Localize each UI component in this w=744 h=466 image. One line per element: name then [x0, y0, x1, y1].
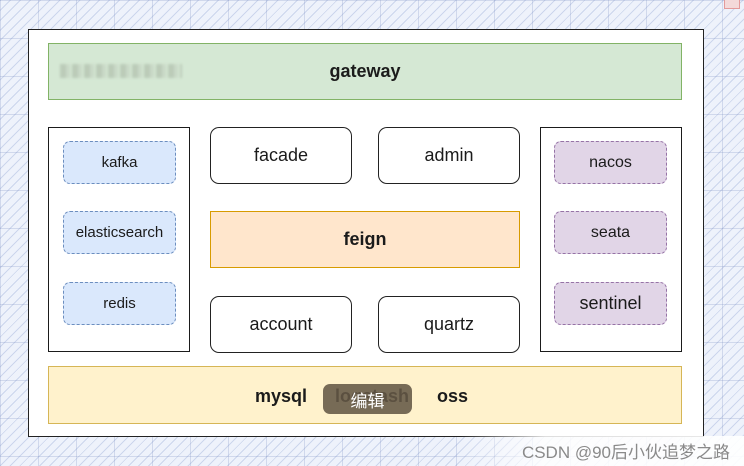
nacos-node: nacos [554, 141, 667, 184]
oss-label: oss [437, 386, 469, 406]
redis-node: redis [63, 282, 176, 325]
facade-node: facade [210, 127, 352, 184]
kafka-node: kafka [63, 141, 176, 184]
facade-label: facade [253, 145, 309, 165]
account-label: account [249, 314, 313, 334]
nacos-label: nacos [589, 153, 632, 171]
elasticsearch-label: elasticsearch [75, 224, 164, 241]
quartz-node: quartz [378, 296, 520, 353]
admin-label: admin [424, 145, 474, 165]
redis-label: redis [103, 295, 136, 312]
edit-button[interactable]: 编辑 [323, 384, 412, 414]
quartz-label: quartz [423, 314, 475, 334]
mysql-label: mysql [255, 386, 308, 406]
sentinel-node: sentinel [554, 282, 667, 325]
seata-label: seata [590, 223, 631, 241]
watermark: CSDN @90后小伙追梦之路 [460, 436, 744, 466]
feign-label: feign [343, 229, 387, 249]
redacted-text [60, 64, 182, 78]
sentinel-label: sentinel [579, 293, 642, 313]
feign-node: feign [210, 211, 520, 268]
kafka-label: kafka [101, 154, 138, 171]
admin-node: admin [378, 127, 520, 184]
account-node: account [210, 296, 352, 353]
seata-node: seata [554, 211, 667, 254]
watermark-text: CSDN @90后小伙追梦之路 [521, 443, 730, 462]
corner-indicator [724, 0, 740, 9]
elasticsearch-node: elasticsearch [63, 211, 176, 254]
edit-button-label: 编辑 [350, 391, 385, 411]
gateway-label: gateway [329, 61, 401, 81]
